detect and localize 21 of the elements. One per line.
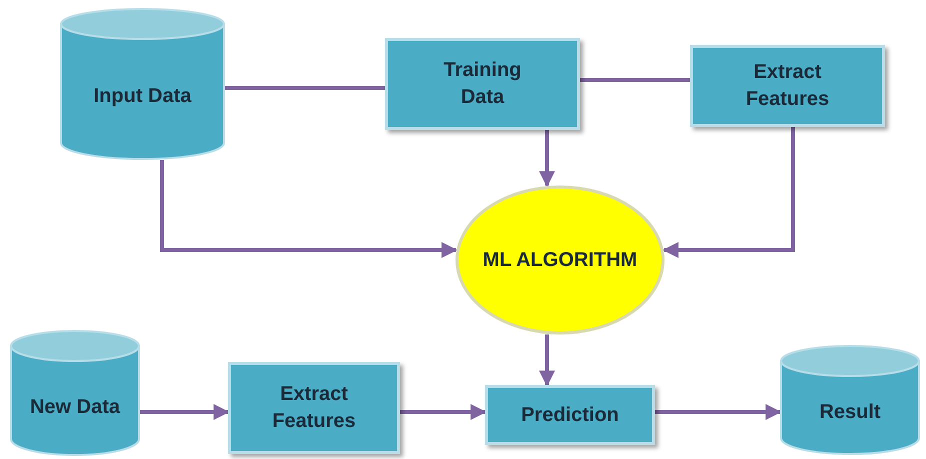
node-label: New Data [30, 394, 120, 420]
node-label: ML ALGORITHM [482, 248, 638, 272]
node-label: Prediction [521, 402, 619, 428]
node-label: Input Data [94, 84, 192, 108]
arrow [140, 404, 230, 420]
node-label: Extract Features [271, 382, 357, 434]
arrow [160, 160, 458, 258]
process-box [385, 38, 580, 130]
arrow [662, 127, 795, 258]
node-label: Result [819, 400, 881, 424]
arrow [655, 404, 782, 420]
connector-line [225, 86, 385, 90]
process-box [228, 362, 400, 454]
arrow [539, 130, 555, 188]
connector-line [580, 78, 690, 82]
node-label: Training Data [442, 58, 522, 110]
arrow [539, 334, 555, 387]
process-box [690, 45, 885, 127]
arrow [400, 404, 487, 420]
process-box [485, 385, 655, 445]
node-label: Extract Features [744, 60, 830, 112]
